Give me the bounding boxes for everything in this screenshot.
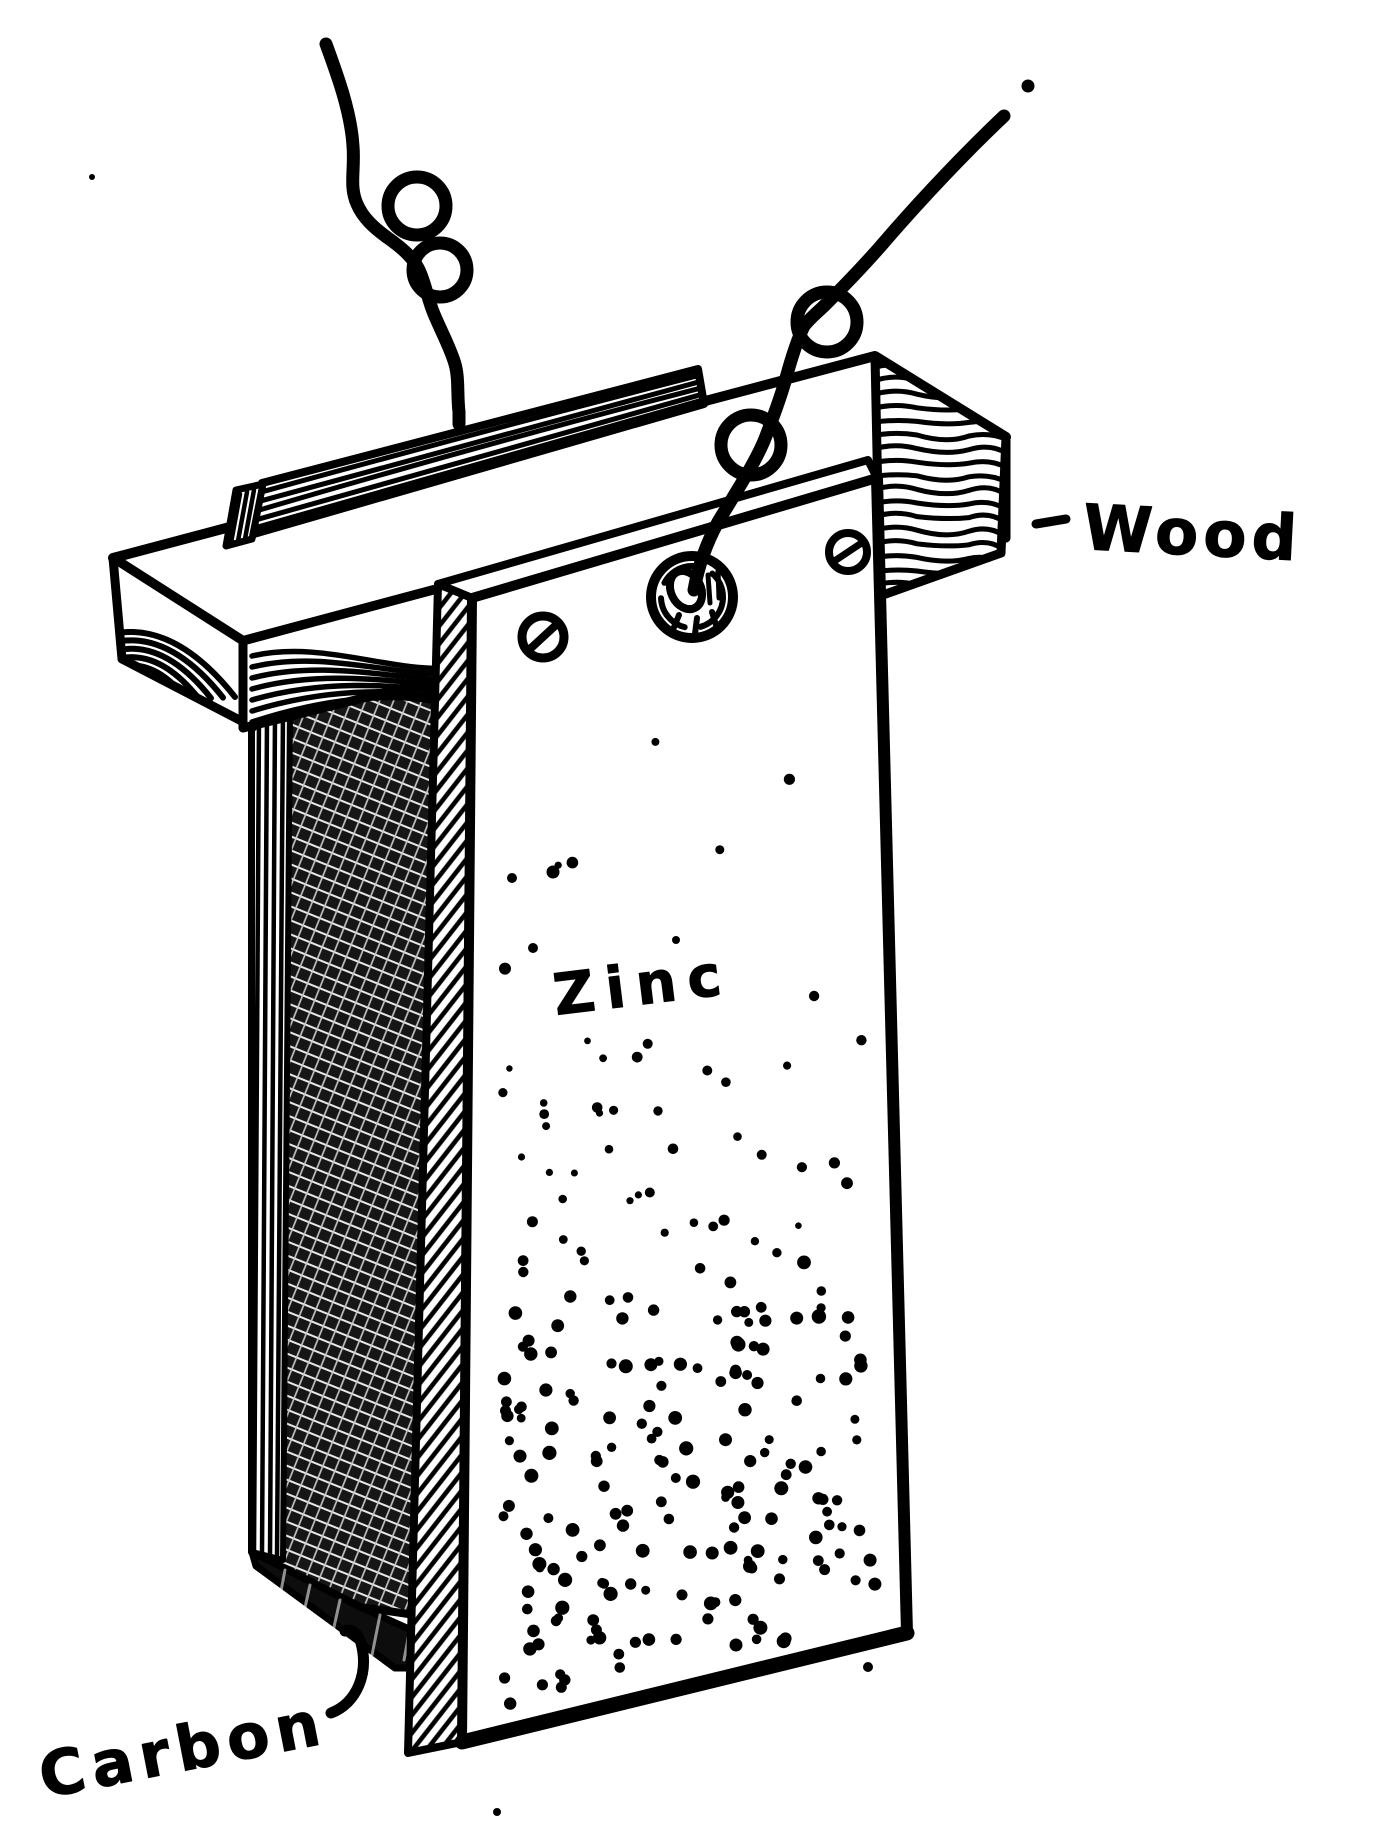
carbon-label: Carbon xyxy=(33,1686,333,1813)
screw-right xyxy=(825,529,871,575)
right-wire xyxy=(687,79,1035,597)
rear-wood-strip xyxy=(222,365,708,550)
wood-label: Wood xyxy=(1081,491,1303,575)
carbon-pointer-stroke xyxy=(325,1624,369,1719)
screw-left xyxy=(517,611,569,663)
binding-post-screw xyxy=(646,551,738,643)
strip-left-end-hatch xyxy=(228,485,264,546)
carbon-left-edge-lines xyxy=(251,708,286,1561)
zinc-plate xyxy=(404,456,915,1757)
ink-specks xyxy=(89,174,873,1816)
carbon-plate xyxy=(248,664,454,1672)
bar-front-grain xyxy=(249,648,450,725)
left-wire xyxy=(319,37,474,431)
right-wire-tip-dot xyxy=(1021,79,1035,93)
wood-leader-dash xyxy=(1031,514,1071,529)
zinc-right-edge xyxy=(871,472,913,1639)
wires xyxy=(319,37,1035,597)
strip-grain xyxy=(246,372,706,533)
zinc-stipple-texture xyxy=(497,737,882,1710)
zinc-bottom-edge xyxy=(454,1625,915,1750)
